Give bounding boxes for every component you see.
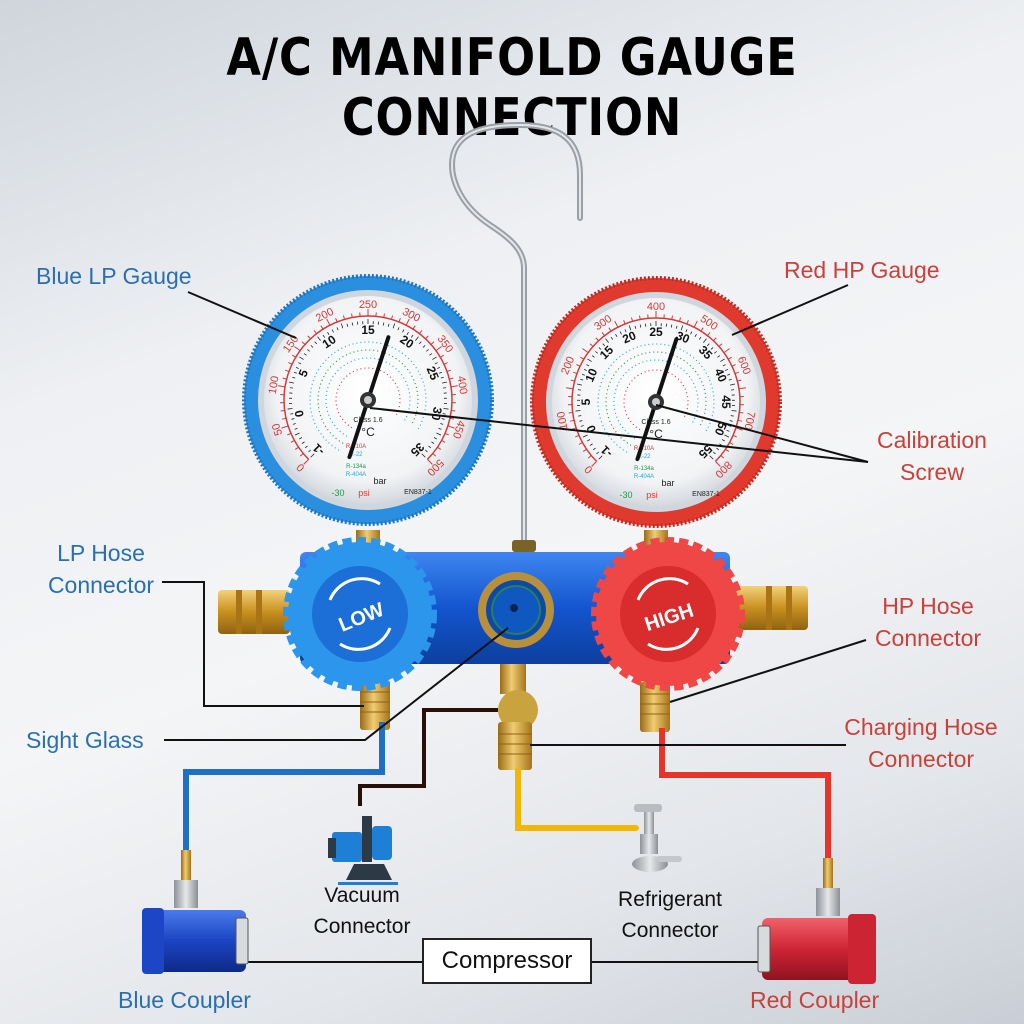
hp-bar-tick: 25	[649, 325, 663, 339]
hp-class: Class 1.6	[641, 419, 670, 426]
refrigerant-tap-icon	[632, 804, 682, 872]
red-hose	[659, 728, 831, 858]
hp-psi-tick: 700	[741, 410, 756, 430]
hp-unit-bar: bar	[661, 478, 674, 488]
charging-fitting	[498, 664, 538, 770]
sight-glass	[478, 572, 554, 648]
lp-gauge: 050100150200250300350400450500-105101520…	[242, 274, 494, 552]
red-coupler	[757, 858, 876, 984]
label-lp-hose-line2: Connector	[47, 572, 155, 598]
yellow-hose	[515, 767, 639, 831]
lp-refrigerant: R-134a	[346, 464, 366, 470]
label-hp-hose-connector: HP Hose Connector	[862, 590, 994, 654]
lp-unit-psi: psi	[358, 488, 370, 498]
label-blue-coupler: Blue Coupler	[118, 987, 251, 1013]
blue-coupler	[142, 850, 249, 974]
hp-bar-tick: 45	[719, 395, 733, 409]
label-charging-hose-connector: Charging Hose Connector	[826, 711, 1016, 775]
lp-refrigerant: R-22	[349, 452, 363, 458]
lp-standard: EN837-1	[404, 489, 432, 496]
low-valve-knob[interactable]: LOW	[283, 537, 437, 691]
leader-lines	[162, 284, 869, 963]
lp-bar-tick: 15	[361, 323, 375, 337]
hp-standard: EN837-1	[692, 491, 720, 498]
label-red-hp-gauge: Red HP Gauge	[784, 257, 940, 283]
hook-nut	[512, 540, 536, 552]
page-title: A/C MANIFOLD GAUGE CONNECTION	[226, 28, 798, 148]
label-calibration-line1: Calibration	[877, 427, 987, 453]
hp-side-fitting	[736, 586, 808, 630]
label-vacuum-line2: Connector	[313, 915, 411, 938]
lp-refrigerant: R-404A	[346, 472, 366, 478]
label-lp-hose-connector: LP Hose Connector	[36, 537, 166, 601]
label-red-coupler: Red Coupler	[750, 987, 880, 1013]
lp-refrigerant: R-410A	[346, 444, 366, 450]
label-vacuum-connector: Vacuum Connector	[306, 880, 418, 942]
lp-class: Class 1.6	[353, 417, 382, 424]
vacuum-pump-icon	[328, 816, 398, 885]
hp-psi-tick: 400	[647, 301, 665, 313]
compressor-box: Compressor	[422, 938, 592, 984]
hp-refrigerant: R-404A	[634, 474, 654, 480]
label-calibration-screw: Calibration Screw	[862, 424, 1002, 488]
label-vacuum-line1: Vacuum	[324, 884, 400, 907]
label-hp-hose-line1: HP Hose	[882, 593, 974, 619]
hp-bar-tick: 5	[579, 398, 593, 405]
hp-bottom-fitting	[640, 682, 670, 732]
label-lp-hose-line1: LP Hose	[57, 540, 145, 566]
lp-psi-tick: 450	[450, 419, 467, 440]
hp-refrigerant: R-410A	[634, 446, 654, 452]
lp-unit-bar: bar	[373, 476, 386, 486]
lp-psi-tick: 100	[267, 375, 282, 395]
blue-hose	[183, 722, 385, 850]
lp-bar-tick: 30	[428, 406, 444, 422]
hp-bar-tick: 30	[674, 328, 692, 346]
label-sight-glass: Sight Glass	[26, 727, 144, 753]
lp-side-fitting	[218, 590, 290, 634]
label-refrigerant-connector: Refrigerant Connector	[610, 884, 730, 946]
lp-psi-tick: 50	[270, 422, 285, 437]
label-calibration-line2: Screw	[900, 459, 964, 485]
lp-psi-tick: 400	[454, 375, 469, 395]
hp-refrigerant: R-22	[637, 454, 651, 460]
hp-unit-c: °C	[649, 427, 663, 441]
label-hp-hose-line2: Connector	[874, 625, 982, 651]
hp-bar-tick: 10	[582, 366, 600, 384]
lp-unit-c: °C	[361, 425, 375, 439]
label-charging-line1: Charging Hose	[844, 714, 998, 740]
lp-vacuum: -30	[331, 488, 344, 498]
hp-psi-tick: 100	[555, 410, 570, 430]
lp-psi-tick: 250	[359, 299, 377, 311]
lp-bar-tick: 25	[424, 364, 442, 382]
hp-bar-tick: 0	[583, 423, 599, 435]
lp-bar-tick: 0	[292, 409, 307, 419]
label-blue-lp-gauge: Blue LP Gauge	[36, 263, 192, 289]
label-refrigerant-line2: Connector	[621, 919, 719, 942]
lp-bottom-fitting	[360, 680, 390, 730]
hp-unit-psi: psi	[646, 490, 658, 500]
vacuum-hose	[358, 708, 498, 806]
label-refrigerant-line1: Refrigerant	[618, 888, 722, 911]
label-charging-line2: Connector	[867, 746, 975, 772]
lp-bar-tick: 5	[296, 367, 312, 379]
hp-refrigerant: R-134a	[634, 466, 654, 472]
hp-vacuum: -30	[619, 490, 632, 500]
high-valve-knob[interactable]: HIGH	[591, 537, 745, 691]
hp-bar-tick: 40	[712, 366, 730, 384]
hp-bar-tick: 20	[620, 328, 638, 346]
